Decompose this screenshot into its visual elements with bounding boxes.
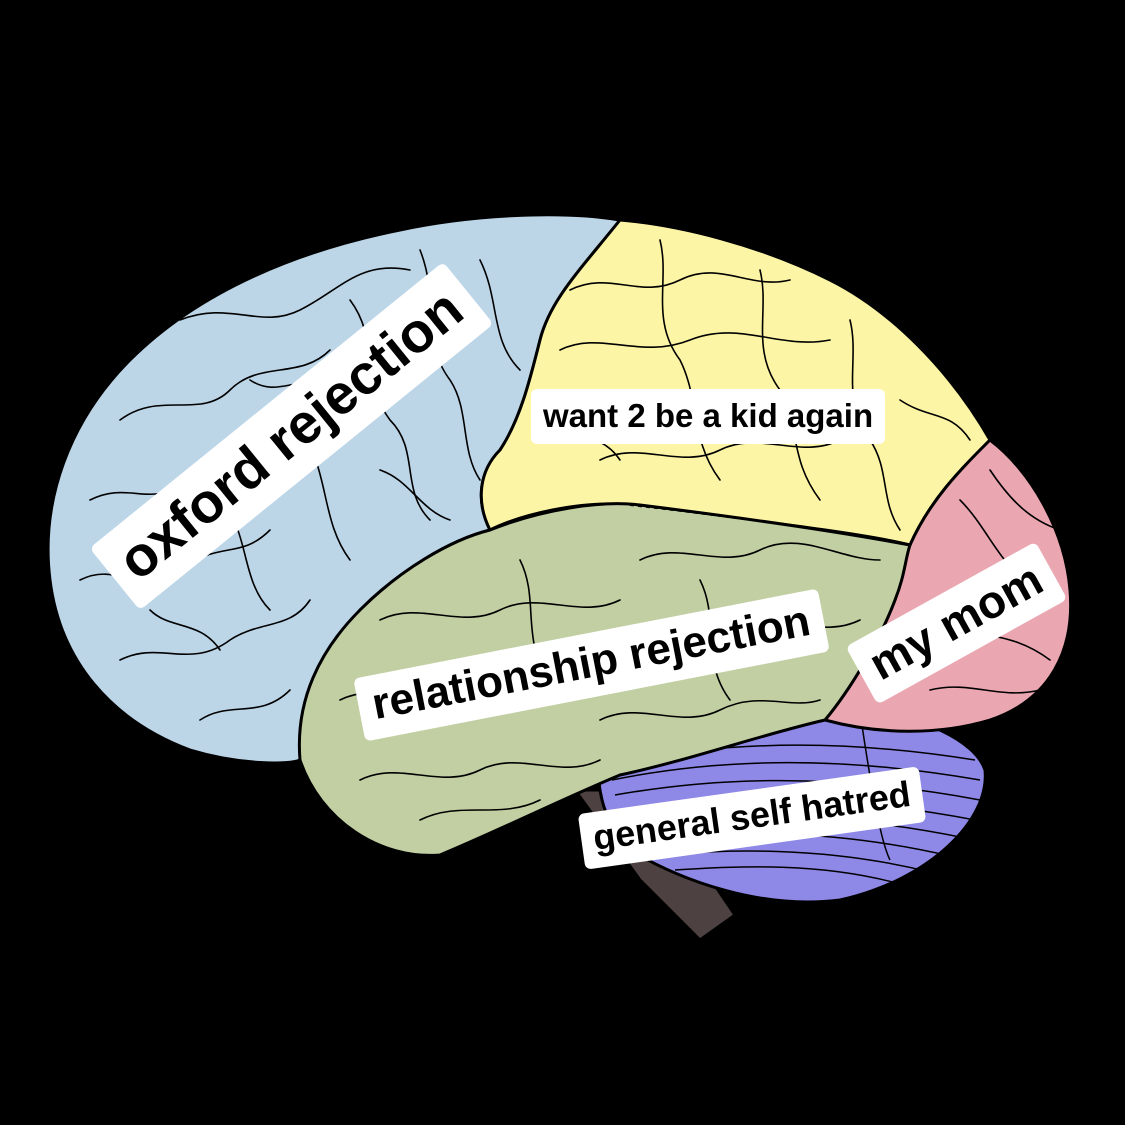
- parietal-temporal-boundary: [629, 504, 911, 546]
- parietal-lobe-label: want 2 be a kid again: [531, 389, 886, 444]
